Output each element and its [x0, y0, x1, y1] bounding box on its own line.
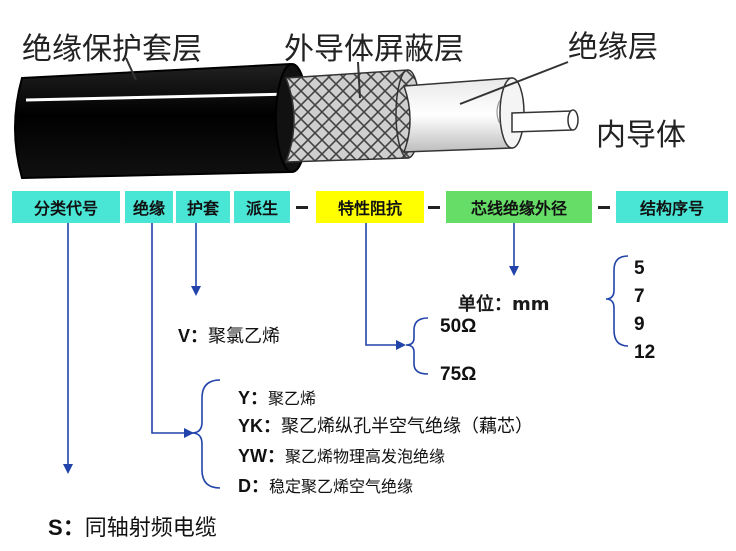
- structure-number-7: 7: [634, 286, 645, 307]
- insulation-option-desc: 聚乙烯物理高发泡绝缘: [285, 447, 446, 466]
- insulation-option-desc: 稳定聚乙烯空气绝缘: [269, 477, 414, 496]
- insulation-option-desc: 聚乙烯: [268, 389, 317, 408]
- separator-dash: [296, 206, 308, 209]
- separator-dash: [428, 206, 440, 209]
- insulation-option-sep: ：: [251, 476, 269, 497]
- insulation-option-code: YK: [238, 416, 264, 436]
- insulation-option-y: Y：聚乙烯: [238, 384, 316, 410]
- sheath-option: V：聚氯乙烯: [178, 322, 280, 348]
- category-option-desc: 同轴射频电缆: [84, 516, 217, 541]
- insulation-option-code: Y: [238, 388, 251, 408]
- structure-number-12: 12: [634, 342, 656, 363]
- structure-number-9: 9: [634, 314, 645, 335]
- braces: [191, 255, 629, 489]
- insulation-option-sep: ：: [250, 388, 269, 409]
- jacket-layer: [14, 62, 309, 180]
- insulation-option-code: D: [238, 476, 251, 496]
- sheath-option-code: V: [178, 326, 191, 346]
- sheath-code-box: 护套: [176, 191, 230, 223]
- insulation-layer: [402, 77, 525, 153]
- braided-shield-layer: [284, 69, 421, 163]
- diameter-unit: 单位：mm: [458, 294, 550, 315]
- insulation-option-sep: ：: [263, 416, 282, 437]
- impedance-code-box: 特性阻抗: [316, 191, 424, 223]
- category-code-box: 分类代号: [12, 191, 120, 223]
- category-option: S：同轴射频电缆: [48, 510, 217, 542]
- insulation-code-box: 绝缘: [125, 191, 173, 223]
- category-option-code: S: [48, 515, 63, 540]
- impedance-value-75: 75Ω: [440, 364, 477, 385]
- shield-label: 外导体屏蔽层: [284, 32, 464, 67]
- structure-number-5: 5: [634, 258, 645, 279]
- sheath-option-sep: ：: [190, 326, 209, 347]
- category-option-sep: ：: [62, 516, 85, 541]
- structure-number-code-box: 结构序号: [616, 191, 728, 223]
- sheath-option-desc: 聚氯乙烯: [208, 326, 281, 347]
- connector-lines: [67, 223, 515, 470]
- inner-conductor-label: 内导体: [596, 118, 686, 153]
- core-diameter-code-box: 芯线绝缘外径: [446, 191, 592, 223]
- separator-dash: [598, 206, 610, 209]
- insulation-label: 绝缘层: [568, 30, 658, 65]
- insulation-option-code: YW: [238, 446, 267, 466]
- jacket-label: 绝缘保护套层: [22, 32, 202, 67]
- impedance-value-50: 50Ω: [440, 316, 477, 337]
- arrowheads: [63, 266, 519, 474]
- inner-conductor: [511, 109, 579, 133]
- insulation-option-yk: YK：聚乙烯纵孔半空气绝缘（藕芯）: [238, 412, 533, 438]
- insulation-option-yw: YW：聚乙烯物理高发泡绝缘: [238, 442, 445, 468]
- insulation-option-d: D：稳定聚乙烯空气绝缘: [238, 472, 413, 498]
- insulation-option-desc: 聚乙烯纵孔半空气绝缘（藕芯）: [281, 416, 534, 437]
- derived-code-box: 派生: [234, 191, 290, 223]
- insulation-option-sep: ：: [267, 446, 285, 467]
- cable-pointers: [125, 57, 569, 105]
